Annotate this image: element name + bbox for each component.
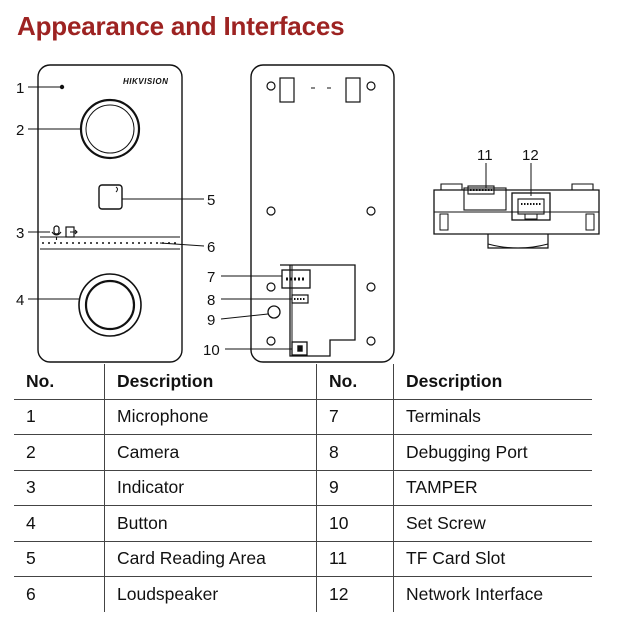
- table-row: 1 Microphone 7 Terminals: [14, 399, 592, 435]
- terminal-block: [281, 269, 311, 289]
- components-table: No. Description No. Description 1 Microp…: [14, 364, 592, 612]
- callout-1: 1: [16, 80, 24, 97]
- table-header-row: No. Description No. Description: [14, 364, 592, 399]
- header-no: No.: [26, 370, 55, 391]
- callout-2: 2: [16, 122, 24, 139]
- cell-description: Indicator: [104, 470, 317, 506]
- card-reader-icon: [98, 184, 123, 210]
- cell-description: Network Interface: [406, 583, 544, 604]
- callout-9: 9: [207, 312, 215, 329]
- cell-description: Button: [104, 505, 317, 541]
- callout-12: 12: [522, 147, 539, 164]
- table-row: 5 Card Reading Area 11 TF Card Slot: [14, 541, 592, 577]
- cell-no: 11: [316, 541, 394, 577]
- callout-5: 5: [207, 192, 215, 209]
- microphone-hole: [59, 84, 65, 90]
- cell-no: 3: [26, 477, 36, 498]
- cell-description: Terminals: [406, 406, 481, 427]
- cell-description: TAMPER: [406, 477, 478, 498]
- callout-6: 6: [207, 239, 215, 256]
- callout-10: 10: [203, 342, 220, 359]
- tamper-switch: [267, 305, 281, 319]
- cell-description: Debugging Port: [406, 441, 528, 462]
- cell-no: 7: [316, 399, 394, 435]
- cell-no: 4: [26, 512, 36, 533]
- header-no: No.: [316, 364, 394, 399]
- cell-description: Microphone: [104, 399, 317, 435]
- table-row: 4 Button 10 Set Screw: [14, 505, 592, 541]
- table-row: 2 Camera 8 Debugging Port: [14, 434, 592, 470]
- cell-no: 5: [26, 548, 36, 569]
- cell-no: 8: [316, 434, 394, 470]
- callout-4: 4: [16, 292, 24, 309]
- cell-no: 2: [26, 441, 36, 462]
- tf-card-slot: [467, 185, 495, 195]
- table-row: 6 Loudspeaker 12 Network Interface: [14, 576, 592, 612]
- cell-no: 10: [316, 505, 394, 541]
- callout-7: 7: [207, 269, 215, 286]
- cell-no: 9: [316, 470, 394, 506]
- cell-description: Set Screw: [406, 512, 486, 533]
- cell-description: Camera: [104, 434, 317, 470]
- page-title: Appearance and Interfaces: [17, 11, 345, 41]
- cell-description: Card Reading Area: [104, 541, 317, 577]
- cell-no: 6: [26, 583, 36, 604]
- header-description: Description: [104, 364, 317, 399]
- cell-description: Loudspeaker: [104, 576, 317, 612]
- callout-3: 3: [16, 225, 24, 242]
- header-description: Description: [406, 370, 503, 391]
- brand-logo: HIKVISION: [123, 77, 168, 86]
- cell-description: TF Card Slot: [406, 548, 506, 569]
- call-button: [78, 273, 142, 337]
- camera: [79, 98, 141, 160]
- cell-no: 1: [26, 406, 36, 427]
- bottom-view: [433, 163, 600, 249]
- table-row: 3 Indicator 9 TAMPER: [14, 470, 592, 506]
- indicator-icons: [51, 225, 78, 240]
- back-view: [220, 64, 395, 363]
- front-view: [28, 64, 205, 363]
- callout-11: 11: [477, 147, 493, 164]
- cell-no: 12: [316, 576, 394, 612]
- callout-8: 8: [207, 292, 215, 309]
